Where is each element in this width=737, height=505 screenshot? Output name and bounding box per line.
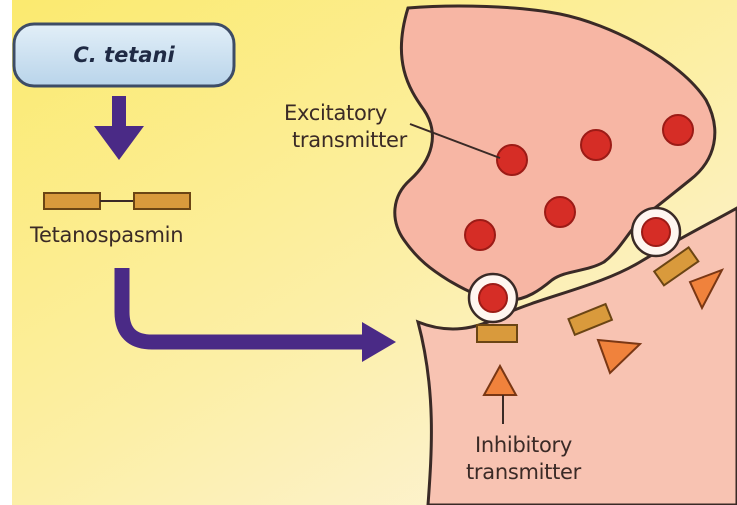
left-margin <box>0 0 12 505</box>
docked-vesicle <box>642 218 670 246</box>
excitatory-label-line-1: Excitatory <box>284 100 407 127</box>
vesicle <box>663 115 693 145</box>
excitatory-label-line-2: transmitter <box>284 127 407 154</box>
inhibitory-transmitter-label: Inhibitory transmitter <box>466 432 581 486</box>
c-tetani-label: C. tetani <box>14 24 234 86</box>
vesicle <box>465 220 495 250</box>
vesicle <box>545 197 575 227</box>
tetanospasmin-label: Tetanospasmin <box>30 222 183 249</box>
inhibitory-label-line-2: transmitter <box>466 459 581 486</box>
docked-vesicle <box>479 284 507 312</box>
excitatory-transmitter-label: Excitatory transmitter <box>284 100 407 154</box>
vesicle <box>581 130 611 160</box>
vesicle <box>497 145 527 175</box>
toxin-block <box>477 325 517 342</box>
inhibitory-label-line-1: Inhibitory <box>466 432 581 459</box>
